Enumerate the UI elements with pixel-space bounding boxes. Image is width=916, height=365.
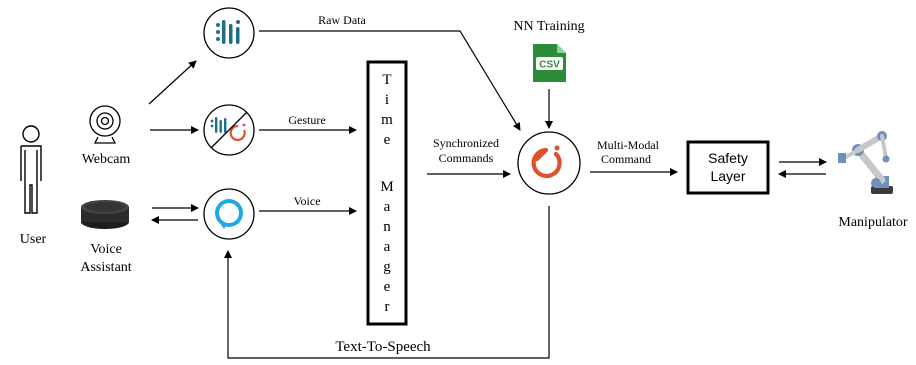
mediapipe-icon <box>216 20 240 44</box>
synchronized-commands-label-line2: Commands <box>439 151 494 165</box>
multimodal-command-label-line2: Command <box>601 152 651 166</box>
gesture-label: Gesture <box>288 113 325 127</box>
time-manager-letter: n <box>383 219 391 235</box>
webcam-icon <box>89 105 121 144</box>
time-manager-letter: e <box>384 279 391 295</box>
time-manager-letter: r <box>385 299 390 315</box>
webcam-to-mediapipe-arrow <box>148 60 197 105</box>
time-manager-letter: a <box>384 199 391 215</box>
mediapipe-raw-node <box>203 7 255 59</box>
safety-layer-box <box>686 140 770 195</box>
safety-layer-label-line1: Safety <box>708 150 748 166</box>
time-manager-letter: a <box>384 239 391 255</box>
time-manager-letter: g <box>383 259 391 275</box>
pytorch-icon <box>531 145 562 179</box>
raw-data-arrow <box>259 30 521 131</box>
text-to-speech-arrow <box>224 206 550 359</box>
csv-badge-text: CSV <box>539 60 560 71</box>
synchronized-commands-label-line1: Synchronized <box>433 136 499 150</box>
robot-arm-icon <box>838 131 893 194</box>
user-icon <box>20 125 42 214</box>
time-manager-label: T i m e M a n a g e r <box>380 72 393 315</box>
alexa-node <box>203 188 255 240</box>
webcam-label: Webcam <box>82 152 131 167</box>
voice-assistant-label-line1: Voice <box>90 242 122 257</box>
time-manager-letter: M <box>380 179 393 195</box>
user-label: User <box>20 232 47 247</box>
voice-label: Voice <box>293 194 320 208</box>
pytorch-node <box>517 131 581 195</box>
nn-training-label: NN Training <box>513 19 584 34</box>
text-to-speech-label: Text-To-Speech <box>335 339 431 355</box>
csv-file-icon: CSV <box>533 44 566 82</box>
alexa-icon <box>215 199 243 229</box>
gesture-node <box>203 104 255 156</box>
time-manager-letter: e <box>384 132 391 148</box>
time-manager-letter: i <box>385 92 389 108</box>
pytorch-small-icon <box>229 123 246 142</box>
mediapipe-small-icon <box>210 117 227 133</box>
multimodal-command-label-line1: Multi-Modal <box>597 138 660 152</box>
echo-dot-icon <box>81 200 129 229</box>
raw-data-label: Raw Data <box>318 13 366 27</box>
manipulator-label: Manipulator <box>838 215 908 230</box>
time-manager-letter: m <box>381 112 393 128</box>
voice-assistant-label-line2: Assistant <box>80 260 131 275</box>
safety-layer-label-line2: Layer <box>710 168 745 184</box>
time-manager-letter: T <box>382 72 391 88</box>
time-manager-box <box>366 60 408 326</box>
